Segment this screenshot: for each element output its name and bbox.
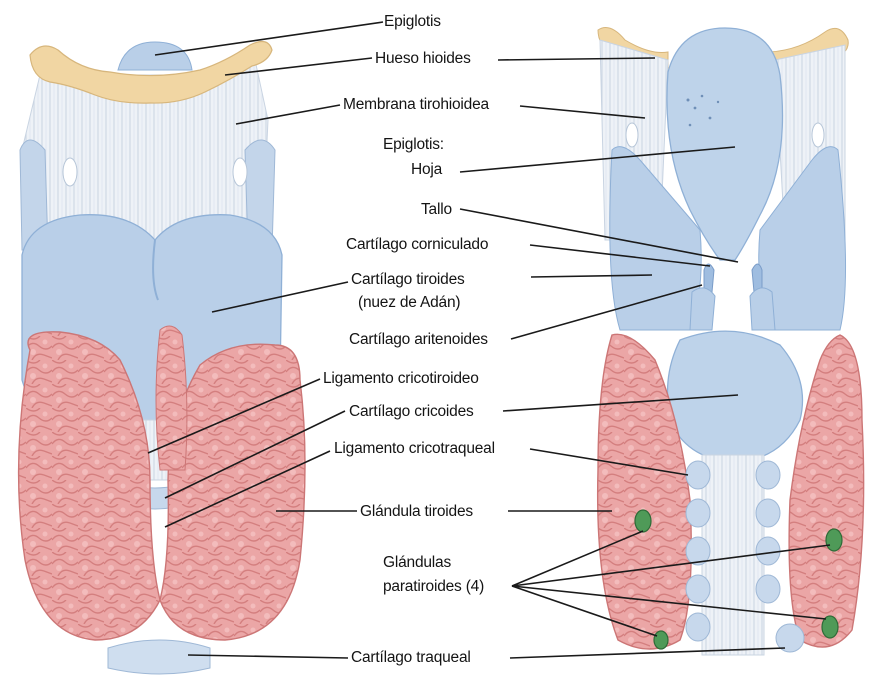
arytenoid-cartilage: [690, 288, 715, 330]
label-glandulas-paratiroides-line1: Glándulas: [383, 553, 451, 572]
label-ligamento-cricotraqueal: Ligamento cricotraqueal: [334, 439, 495, 458]
label-cartilago-cricoides: Cartílago cricoides: [349, 402, 474, 421]
label-glandula-tiroides: Glándula tiroides: [360, 502, 473, 521]
parathyroid-gland-4: [654, 631, 668, 649]
label-cartilago-traqueal: Cartílago traqueal: [351, 648, 471, 667]
label-glandulas-paratiroides-line2: paratiroides (4): [383, 577, 484, 596]
parathyroid-gland-1: [635, 510, 651, 532]
anterior-view: [19, 41, 305, 674]
parathyroid-gland-2: [826, 529, 842, 551]
label-membrana-tirohioidea: Membrana tirohioidea: [343, 95, 489, 114]
label-hueso-hioides: Hueso hioides: [375, 49, 471, 68]
label-cartilago-aritenoides: Cartílago aritenoides: [349, 330, 488, 349]
label-cartilago-tiroides-line2: (nuez de Adán): [358, 293, 460, 312]
label-cartilago-corniculado: Cartílago corniculado: [346, 235, 488, 254]
label-ligamento-cricotiroideo: Ligamento cricotiroideo: [323, 369, 479, 388]
label-cartilago-tiroides-line1: Cartílago tiroides: [351, 270, 465, 289]
epiglottis-tip-anterior: [118, 42, 192, 70]
label-epiglotis-hoja-line2: Hoja: [411, 160, 442, 179]
cricoid-cartilage-posterior: [668, 331, 803, 462]
posterior-view: [598, 28, 864, 655]
tracheal-cartilage-anterior: [108, 640, 210, 674]
label-epiglotis-hoja-line1: Epiglotis:: [383, 135, 444, 154]
label-epiglotis: Epiglotis: [384, 12, 441, 31]
label-tallo: Tallo: [421, 200, 452, 219]
